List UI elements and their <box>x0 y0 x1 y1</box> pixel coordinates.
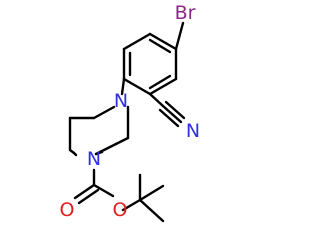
bond-c-o-ester <box>92 183 115 198</box>
atom-labels: Br N N N O O <box>60 2 201 221</box>
bond-c-br <box>174 21 185 51</box>
atom-label-o-carbonyl: O <box>60 199 75 221</box>
atom-label-n-piperazine-bottom: N <box>87 148 101 170</box>
atom-label-o-ester: O <box>113 199 128 221</box>
double-bond-inner <box>148 74 172 90</box>
atom-label-br: Br <box>175 2 196 24</box>
bond <box>122 77 152 96</box>
bond-tbutyl-3 <box>138 198 165 223</box>
bond <box>94 150 104 156</box>
piperazine-ring <box>68 105 130 157</box>
atom-label-n-piperazine-top: N <box>114 90 128 112</box>
bond <box>148 32 178 51</box>
bond-c-o-double <box>73 183 96 200</box>
bond-tbutyl-2 <box>138 184 165 202</box>
bond-c-o-double <box>77 188 100 205</box>
atom-label-n-nitrile: N <box>186 120 200 142</box>
bond-ring-cn <box>148 92 165 108</box>
benzene-ring <box>122 32 178 96</box>
chemical-structure-diagram: Br N N N O O <box>60 2 201 223</box>
bond <box>148 77 178 96</box>
nitrile-triple-bond <box>158 100 186 128</box>
bond <box>92 105 116 120</box>
bond <box>72 151 78 157</box>
double-bond-inner <box>148 38 172 54</box>
bond-ring-n <box>120 77 126 96</box>
bond <box>122 32 152 51</box>
bond-o-c <box>121 198 142 212</box>
